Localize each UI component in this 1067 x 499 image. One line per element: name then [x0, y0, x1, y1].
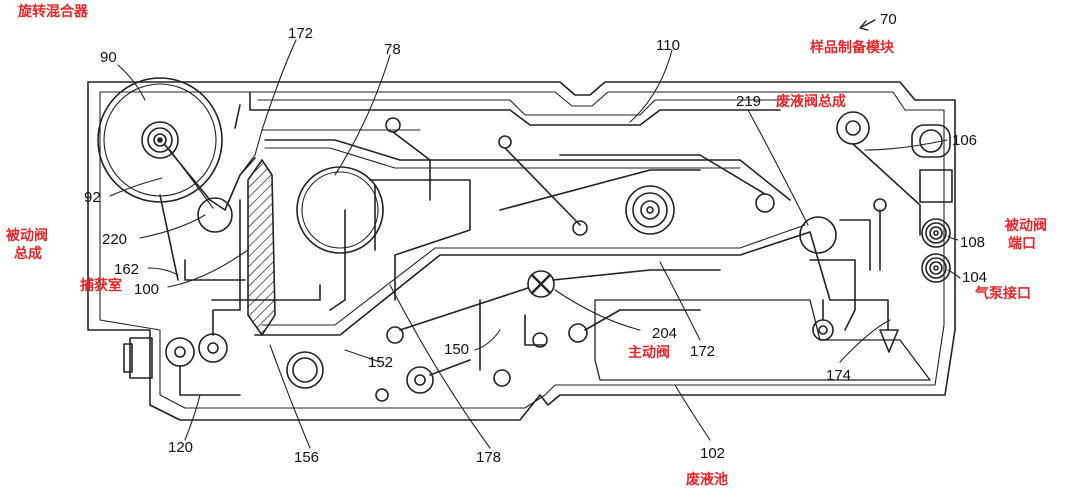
- waste-outlet-arrow: [879, 329, 899, 353]
- ref-174: 174: [826, 367, 852, 384]
- chamber-inlet-port: [197, 197, 233, 233]
- ref-219: 219: [736, 93, 762, 110]
- ref-100: 100: [134, 281, 160, 298]
- ref-92: 92: [84, 189, 101, 206]
- main-waste-channel: [254, 231, 889, 336]
- mixer-outlet-channel: [164, 144, 256, 211]
- capture-chamber-label: 捕获室: [80, 278, 122, 294]
- port-152-a: [406, 366, 434, 394]
- module-label: 样品制备模块: [810, 40, 894, 56]
- ref-120: 120: [168, 439, 194, 456]
- passive-valve-port-label-2: 端口: [1008, 236, 1036, 252]
- module-housing-inner: [99, 91, 945, 409]
- ref-220: 220: [102, 231, 128, 248]
- module-housing: [87, 81, 956, 421]
- ref-70: 70: [880, 11, 897, 28]
- port-b: [498, 135, 512, 149]
- ref-204: 204: [652, 325, 678, 342]
- port-150: [493, 369, 511, 387]
- ref-172-top: 172: [288, 25, 314, 42]
- ref-102: 102: [700, 445, 726, 462]
- port-square: [919, 169, 953, 203]
- port-c: [572, 220, 588, 236]
- ref-108: 108: [960, 234, 986, 251]
- ref-152: 152: [368, 354, 394, 371]
- rotary-mixer-label: 旋转混合器: [18, 4, 88, 20]
- capture-chamber: [247, 159, 276, 336]
- mixer-outlet-channel-b: [169, 149, 214, 209]
- pump-b: [198, 333, 228, 363]
- ref-90: 90: [100, 49, 117, 66]
- ref-162: 162: [114, 261, 140, 278]
- side-connector: [123, 337, 153, 379]
- air-pump-port-label: 气泵接口: [975, 286, 1031, 302]
- ref-178: 178: [476, 449, 502, 466]
- air-pump-port: [921, 253, 951, 283]
- ref-78: 78: [384, 41, 401, 58]
- passive-valve-port-label-1: 被动阀: [1005, 218, 1047, 234]
- ref-110: 110: [656, 37, 680, 54]
- main-valve-label: 主动阀: [628, 345, 670, 361]
- port-d: [755, 193, 775, 213]
- ref-104: 104: [962, 269, 988, 286]
- port-156: [286, 351, 324, 389]
- valve-219-seat: [799, 216, 837, 254]
- passive-valve-port: [921, 218, 951, 248]
- waste-pool-label: 废液池: [686, 472, 728, 488]
- rotary-mixer: [97, 77, 223, 203]
- ref-156: 156: [294, 449, 320, 466]
- main-valve: [527, 270, 555, 298]
- ref-172-bottom: 172: [690, 343, 716, 360]
- waste-valve-assy-label: 废液阀总成: [776, 94, 846, 110]
- pump-a: [165, 337, 195, 367]
- waste-pool: [594, 299, 931, 381]
- waste-valve: [836, 111, 870, 145]
- port-106: [911, 124, 951, 158]
- ref-106: 106: [952, 132, 978, 149]
- passive-valve-assy-label-2: 总成: [14, 246, 42, 262]
- metering-well: [625, 185, 675, 235]
- ref-150: 150: [444, 341, 470, 358]
- upper-channel: [264, 139, 791, 201]
- main-waste-channel-b: [261, 224, 806, 326]
- passive-valve-assy-label-1: 被动阀: [6, 228, 48, 244]
